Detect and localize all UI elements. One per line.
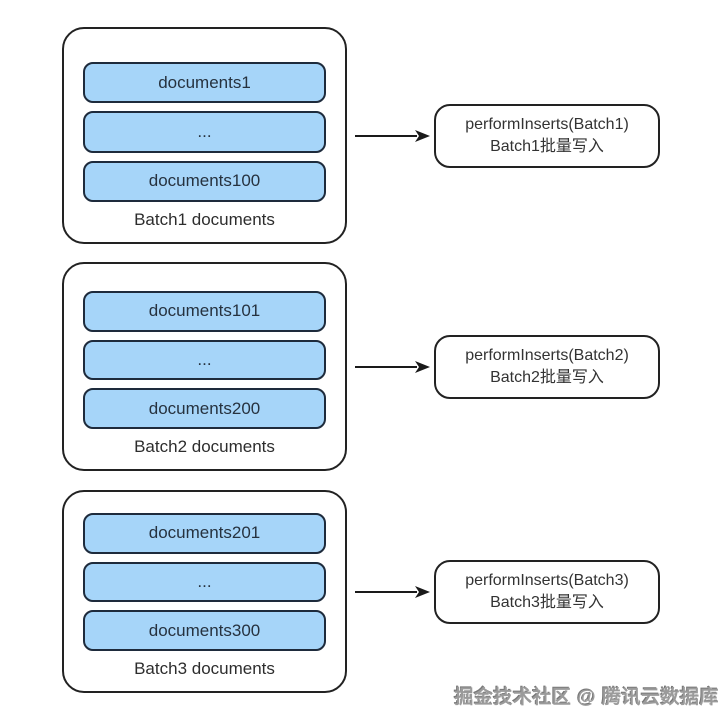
perform-inserts-call: performInserts(Batch3) [465, 571, 629, 589]
document-item: documents300 [83, 610, 326, 652]
batch3-label: Batch3 documents [134, 659, 275, 679]
perform-inserts-batch1-box: performInserts(Batch1) Batch1批量写入 [434, 103, 660, 168]
batch1-label: Batch1 documents [134, 210, 275, 229]
batch2-row: documents101 ... documents200 Batch2 doc… [0, 262, 723, 471]
perform-inserts-caption: Batch3批量写入 [490, 593, 604, 611]
perform-inserts-caption: Batch2批量写入 [490, 368, 604, 386]
document-item-ellipsis: ... [83, 339, 326, 381]
batch1-row: documents1 ... documents100 Batch1 docum… [0, 27, 723, 244]
batch2-label: Batch2 documents [134, 437, 275, 457]
arrow-right-icon [354, 360, 432, 374]
arrow-right-icon [354, 129, 432, 143]
perform-inserts-batch3-box: performInserts(Batch3) Batch3批量写入 [434, 559, 660, 624]
batch1-group: documents1 ... documents100 Batch1 docum… [62, 27, 347, 244]
document-item: documents200 [83, 388, 326, 430]
batch3-row: documents201 ... documents300 Batch3 doc… [0, 490, 723, 693]
document-item: documents101 [83, 291, 326, 332]
perform-inserts-call: performInserts(Batch1) [465, 115, 629, 133]
perform-inserts-caption: Batch1批量写入 [490, 137, 604, 155]
watermark: 掘金技术社区 @ 腾讯云数据库 [454, 687, 719, 708]
batch2-group: documents101 ... documents200 Batch2 doc… [62, 262, 347, 471]
document-item-ellipsis: ... [83, 561, 326, 603]
document-item: documents1 [83, 62, 326, 104]
document-item: documents100 [83, 160, 326, 202]
batch3-group: documents201 ... documents300 Batch3 doc… [62, 490, 347, 693]
document-item-ellipsis: ... [83, 111, 326, 153]
perform-inserts-call: performInserts(Batch2) [465, 346, 629, 364]
document-item: documents201 [83, 513, 326, 554]
arrow-right-icon [354, 585, 432, 599]
perform-inserts-batch2-box: performInserts(Batch2) Batch2批量写入 [434, 334, 660, 399]
